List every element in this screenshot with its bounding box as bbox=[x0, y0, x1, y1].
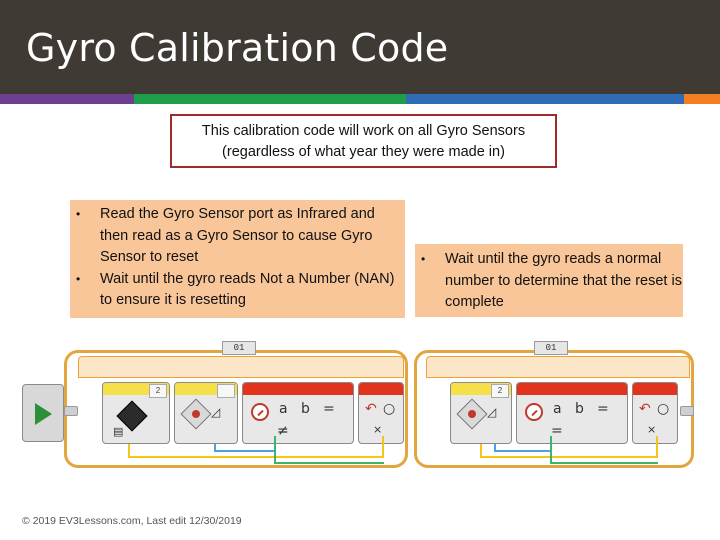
accent-bar-green bbox=[134, 94, 406, 104]
logic-icon: ⨯ bbox=[373, 423, 383, 436]
rate-icon: ◿ bbox=[211, 405, 221, 419]
data-wire-yellow bbox=[382, 436, 384, 458]
input-b-label: b bbox=[575, 401, 584, 417]
sequence-connector bbox=[680, 406, 694, 416]
callout-box: This calibration code will work on all G… bbox=[170, 114, 557, 168]
block-header bbox=[359, 383, 403, 395]
port-selector[interactable]: 2 bbox=[149, 384, 167, 398]
input-b-label: b bbox=[301, 401, 310, 417]
start-block[interactable] bbox=[22, 384, 64, 442]
data-wire-green bbox=[274, 462, 384, 464]
compare-operator: = bbox=[551, 423, 563, 439]
title-bar: Gyro Calibration Code bbox=[0, 0, 720, 94]
block-header bbox=[517, 383, 627, 395]
data-wire-blue bbox=[214, 444, 216, 452]
equals-icon: = bbox=[323, 401, 335, 417]
block-header bbox=[243, 383, 353, 395]
compare-block[interactable]: a b = = bbox=[516, 382, 628, 444]
callout-line-2: (regardless of what year they were made … bbox=[222, 144, 505, 160]
input-a-label: a bbox=[279, 401, 288, 417]
gyro-dot bbox=[468, 410, 476, 418]
compare-block[interactable]: a b = ≠ bbox=[242, 382, 354, 444]
compare-icon bbox=[525, 403, 543, 421]
data-wire-blue bbox=[214, 450, 274, 452]
right-note: Wait until the gyro reads a normal numbe… bbox=[415, 244, 683, 317]
equals-icon: = bbox=[597, 401, 609, 417]
left-note-bullet-1: Read the Gyro Sensor port as Infrared an… bbox=[70, 204, 405, 269]
play-icon bbox=[35, 403, 52, 425]
gyro-dot bbox=[192, 410, 200, 418]
left-note: Read the Gyro Sensor port as Infrared an… bbox=[70, 200, 405, 318]
loop-interrupt-icon: ↶ bbox=[365, 401, 377, 417]
data-wire-yellow bbox=[480, 444, 482, 458]
compare-operator: ≠ bbox=[277, 423, 289, 439]
stop-icon: ○ bbox=[657, 401, 670, 417]
block-header bbox=[633, 383, 677, 395]
data-wire-yellow bbox=[128, 456, 382, 458]
data-wire-blue bbox=[494, 450, 550, 452]
right-note-bullet-1: Wait until the gyro reads a normal numbe… bbox=[415, 249, 683, 314]
callout-line-1: This calibration code will work on all G… bbox=[201, 123, 526, 139]
accent-bar-purple bbox=[0, 94, 134, 104]
data-wire-yellow bbox=[128, 444, 130, 458]
gyro-sensor-block[interactable]: ◿ bbox=[174, 382, 238, 444]
loop-header bbox=[426, 356, 690, 378]
loop-interrupt-block[interactable]: ↶ ○ ⨯ bbox=[632, 382, 678, 444]
data-wire-green bbox=[274, 436, 276, 464]
gyro-sensor-block[interactable]: 2 ◿ bbox=[450, 382, 512, 444]
accent-bar-blue bbox=[406, 94, 684, 104]
data-wire-yellow bbox=[656, 436, 658, 458]
rate-icon: ◿ bbox=[487, 405, 497, 419]
port-selector[interactable] bbox=[217, 384, 235, 398]
sequence-connector bbox=[64, 406, 78, 416]
data-wire-blue bbox=[494, 444, 496, 452]
infrared-sensor-block[interactable]: 2 ▤ bbox=[102, 382, 170, 444]
loop-counter: 01 bbox=[534, 341, 568, 355]
loop-interrupt-icon: ↶ bbox=[639, 401, 651, 417]
loop-interrupt-block[interactable]: ↶ ○ ⨯ bbox=[358, 382, 404, 444]
data-wire-yellow bbox=[480, 456, 656, 458]
left-note-bullet-2: Wait until the gyro reads Not a Number (… bbox=[70, 269, 405, 312]
port-selector[interactable]: 2 bbox=[491, 384, 509, 398]
input-a-label: a bbox=[553, 401, 562, 417]
logic-icon: ⨯ bbox=[647, 423, 657, 436]
accent-bar-orange bbox=[684, 94, 720, 104]
right-program: 01 2 ◿ a b = = ↶ ○ ⨯ bbox=[410, 336, 700, 472]
left-program: 01 2 ▤ ◿ a b = ≠ ↶ ○ ⨯ bbox=[18, 336, 410, 472]
footer-copyright: © 2019 EV3Lessons.com, Last edit 12/30/2… bbox=[22, 515, 242, 527]
stop-icon: ○ bbox=[383, 401, 396, 417]
data-wire-green bbox=[550, 462, 658, 464]
loop-counter: 01 bbox=[222, 341, 256, 355]
loop-header bbox=[78, 356, 404, 378]
slide-title: Gyro Calibration Code bbox=[26, 26, 449, 70]
compare-icon bbox=[251, 403, 269, 421]
data-wire-green bbox=[550, 436, 552, 464]
mode-icon: ▤ bbox=[113, 425, 124, 438]
